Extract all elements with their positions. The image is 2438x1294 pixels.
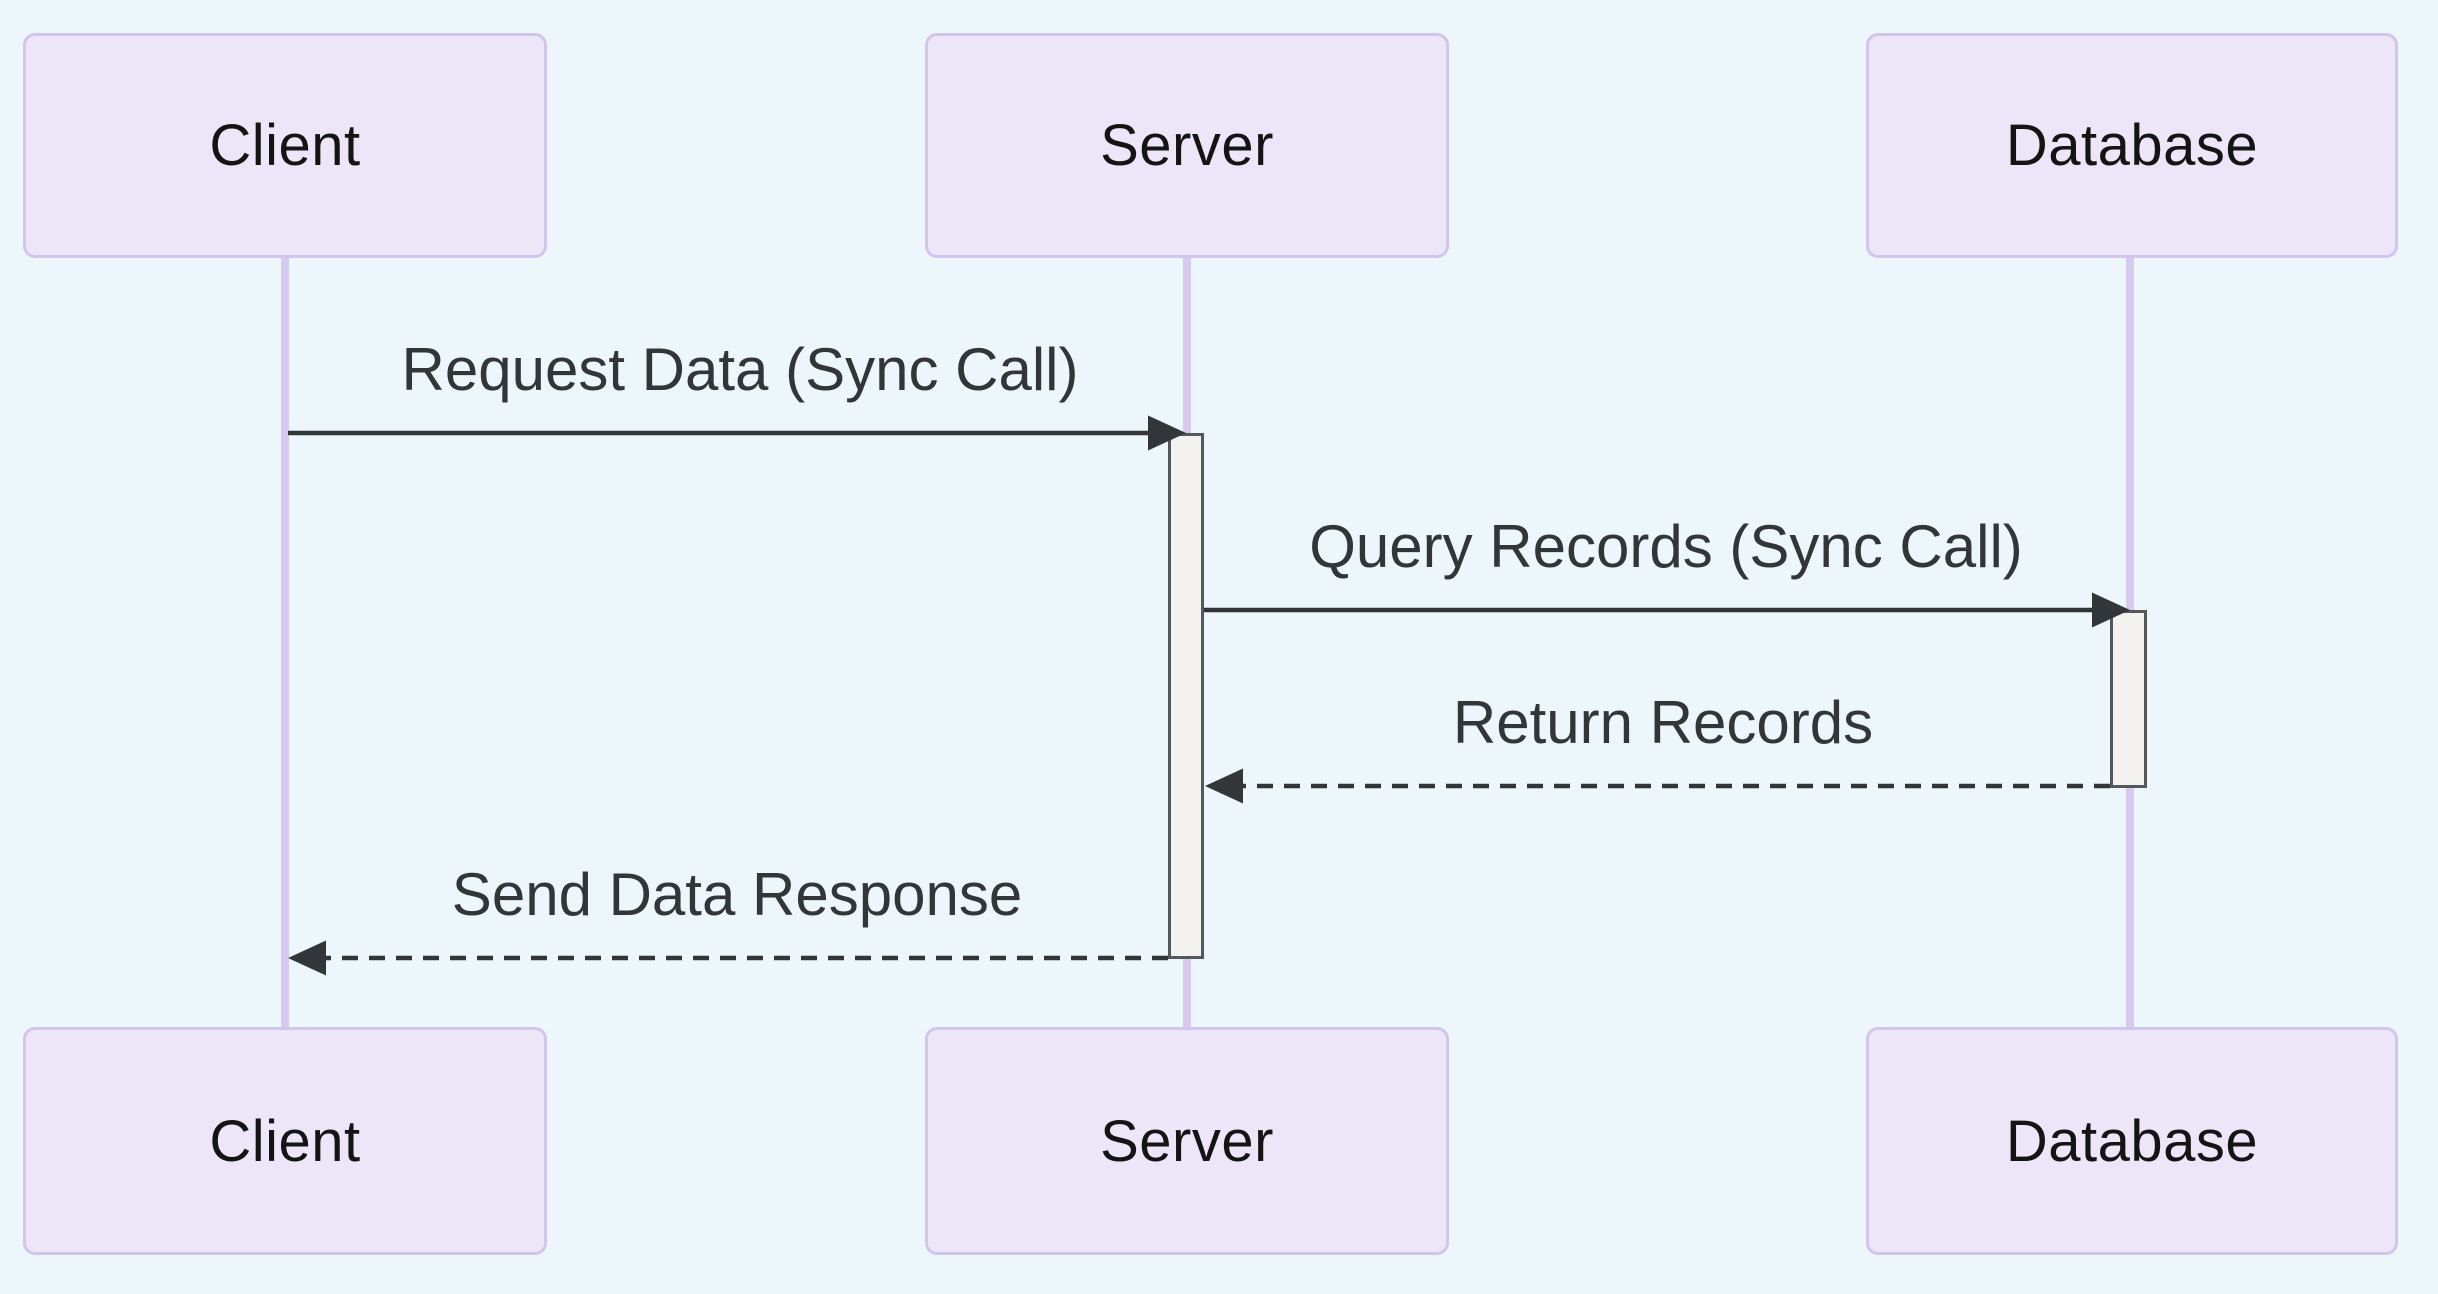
- message-1-arrow: [288, 415, 1186, 451]
- actor-bottom-database-label: Database: [2005, 1108, 2259, 1174]
- actor-bottom-client-label: Client: [209, 1108, 361, 1174]
- message-3-label: Return Records: [1452, 689, 1874, 756]
- message-2-label: Query Records (Sync Call): [1309, 513, 2023, 580]
- actor-top-client-label: Client: [209, 113, 361, 178]
- client-lifeline: [281, 258, 289, 1027]
- message-4-label: Send Data Response: [451, 861, 1023, 928]
- database-activation-bar: [2110, 610, 2147, 788]
- message-2-arrow: [1204, 592, 2130, 628]
- actor-bottom-database: Database: [1866, 1027, 2398, 1255]
- actor-bottom-server-label: Server: [1100, 1108, 1274, 1174]
- actor-bottom-server: Server: [925, 1027, 1449, 1255]
- actor-top-client: Client: [23, 33, 547, 258]
- actor-bottom-client: Client: [23, 1027, 547, 1255]
- actor-top-server: Server: [925, 33, 1449, 258]
- message-4-arrow: [288, 940, 1168, 976]
- actor-top-database-label: Database: [2005, 113, 2259, 178]
- message-1-label: Request Data (Sync Call): [401, 336, 1079, 403]
- server-activation-bar: [1168, 433, 1204, 959]
- actor-top-database: Database: [1866, 33, 2398, 258]
- actor-top-server-label: Server: [1100, 113, 1274, 178]
- message-3-arrow: [1205, 768, 2110, 804]
